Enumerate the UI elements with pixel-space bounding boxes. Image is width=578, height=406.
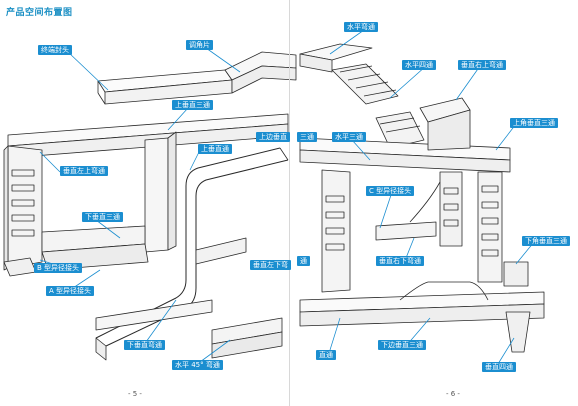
c-reducer-tray xyxy=(375,181,441,241)
label-a-reducer: A 型异径接头 xyxy=(46,286,95,296)
vertical-tee-column xyxy=(144,131,177,253)
horizontal-elbow-top xyxy=(299,43,373,73)
page-divider xyxy=(289,0,290,406)
label-upper-vertical-straight: 上垂直通 xyxy=(198,144,232,154)
label-lower-corner-vertical-tee: 下角垂直三通 xyxy=(522,236,570,246)
label-upper-vertical-tee: 上垂直三通 xyxy=(172,100,213,110)
vertical-cross xyxy=(505,311,531,353)
angle-piece-tray xyxy=(224,51,297,94)
label-lower-vertical-tee: 下垂直三通 xyxy=(82,212,123,222)
down-corner-tee xyxy=(503,261,529,287)
page-number-right: - 6 - xyxy=(446,390,460,398)
label-vertical-left-down: 垂直左下弯 xyxy=(250,260,291,270)
label-vertical-right-up-elbow: 垂直右上弯通 xyxy=(458,60,506,70)
label-horizontal-tee: 水平三通 xyxy=(332,132,366,142)
label-lower-vertical-elbow: 下垂直弯通 xyxy=(124,340,165,350)
label-vertical-right-down-elbow: 垂直右下弯通 xyxy=(376,256,424,266)
label-upper-corner-vertical-tee: 上角垂直三通 xyxy=(510,118,558,128)
label-horizontal-elbow: 水平弯通 xyxy=(344,22,378,32)
label-vertical-left-up-elbow: 垂直左上弯通 xyxy=(60,166,108,176)
label-c-reducer: C 型异径接头 xyxy=(366,186,415,196)
left-vertical-tray xyxy=(3,145,43,277)
label-terminal-end-cap: 终端封头 xyxy=(38,45,72,55)
page-number-left: - 5 - xyxy=(128,390,142,398)
right-top-horizontal-tray xyxy=(299,137,511,173)
bottom-straight-tray xyxy=(299,281,545,327)
terminal-end-tray xyxy=(97,69,233,105)
label-upper-side-vertical: 上边垂直 xyxy=(256,132,290,142)
horizontal-cross-stairs xyxy=(331,63,425,149)
lower-horizontal-tray xyxy=(95,237,283,359)
label-horizontal-cross: 水平四通 xyxy=(402,60,436,70)
label-straight-fragment: 通 xyxy=(297,256,310,266)
label-horizontal-45-elbow: 水平 45° 弯通 xyxy=(172,360,223,370)
label-lower-side-vertical-tee: 下边垂直三通 xyxy=(378,340,426,350)
label-tee-fragment: 三通 xyxy=(297,132,317,142)
label-straight: 直通 xyxy=(316,350,336,360)
label-b-reducer: B 型异径接头 xyxy=(34,263,83,273)
right-column-ladder xyxy=(477,171,503,283)
page-title: 产品空间布置图 xyxy=(6,8,73,18)
vertical-right-up-elbow xyxy=(419,97,471,151)
label-angle-piece: 调角片 xyxy=(186,40,213,50)
center-right-columns xyxy=(321,169,463,293)
label-vertical-cross: 垂直四通 xyxy=(482,362,516,372)
